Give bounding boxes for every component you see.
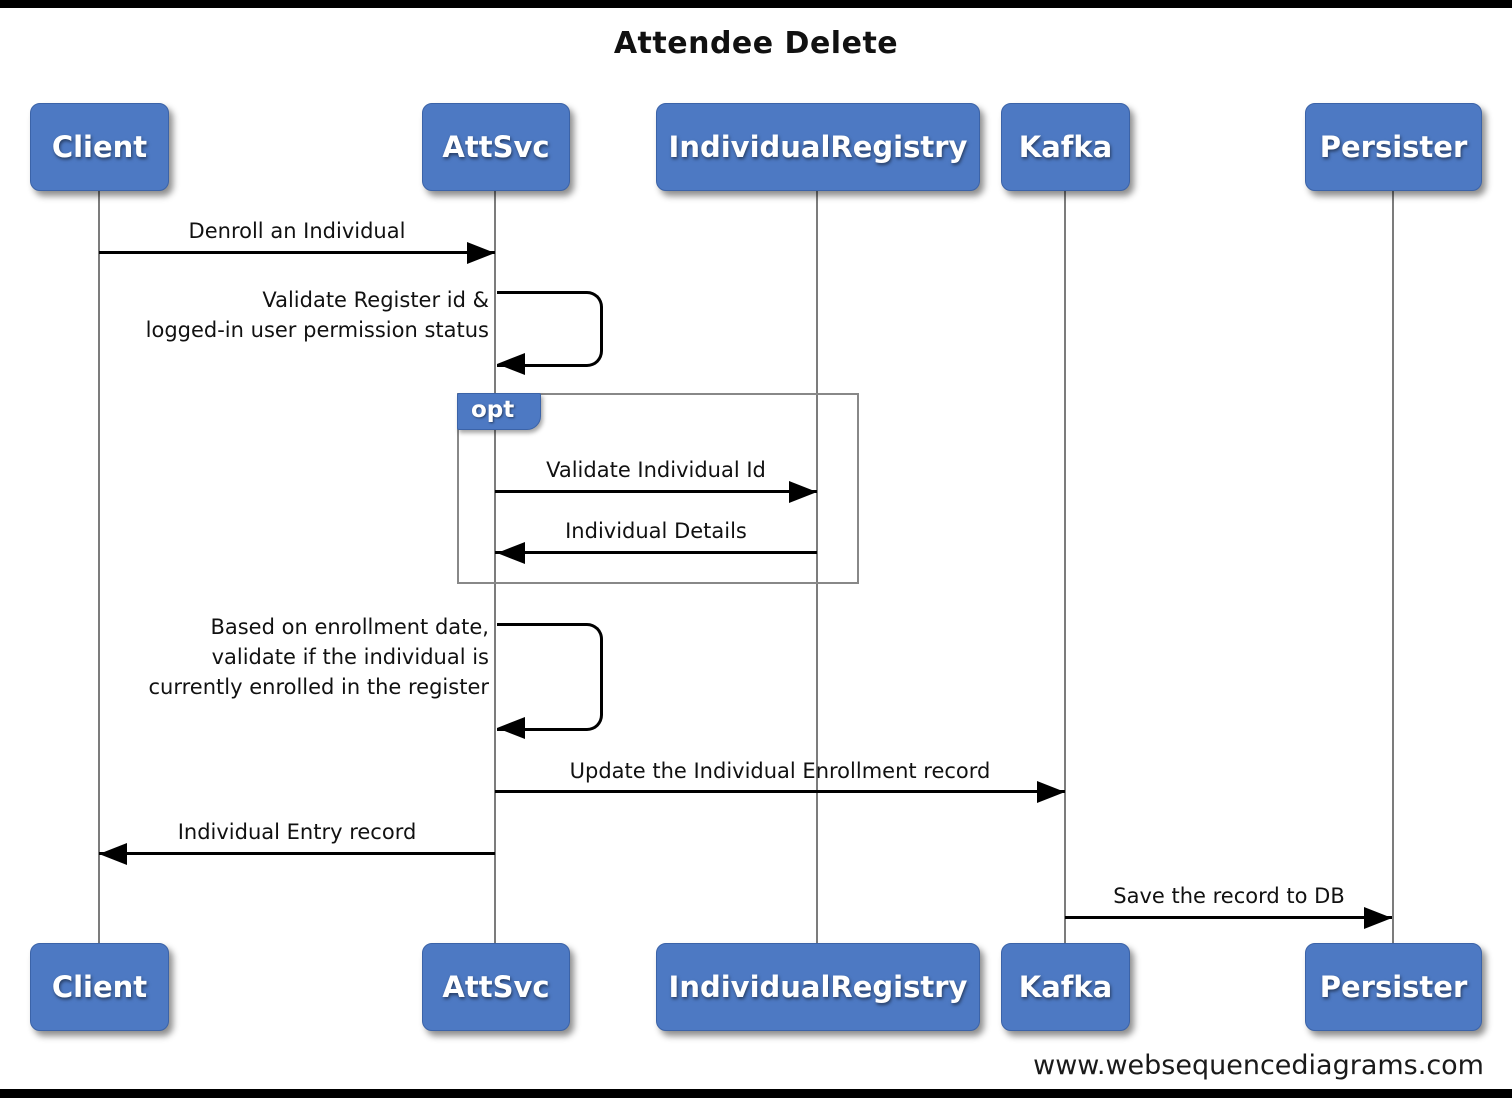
opt-fragment-box <box>457 393 859 584</box>
arrowhead-validate-register <box>497 353 525 375</box>
self-message-line-1: Validate Register id & <box>262 288 489 312</box>
actor-kafka-bottom: Kafka <box>1001 943 1130 1031</box>
actor-attsvc-top: AttSvc <box>422 103 570 191</box>
self-message-line-2: validate if the individual is <box>211 645 489 669</box>
self-message-validate-register: Validate Register id & logged-in user pe… <box>146 285 489 345</box>
message-label-update-enrollment: Update the Individual Enrollment record <box>569 759 991 783</box>
actor-attsvc-bottom: AttSvc <box>422 943 570 1031</box>
message-label-denroll: Denroll an Individual <box>188 219 406 243</box>
lifeline-kafka <box>1064 189 1066 944</box>
arrowhead-individual-details <box>497 542 525 564</box>
message-label-entry-record: Individual Entry record <box>177 820 417 844</box>
opt-fragment-label: opt <box>457 393 542 430</box>
message-line-validate-individual <box>495 490 817 493</box>
arrowhead-enrollment-check <box>497 717 525 739</box>
actor-kafka-top: Kafka <box>1001 103 1130 191</box>
arrowhead-denroll <box>467 242 495 264</box>
self-loop-enrollment-check <box>497 623 603 731</box>
message-line-denroll <box>99 251 495 254</box>
arrowhead-update-enrollment <box>1037 781 1065 803</box>
bottom-frame-bar <box>0 1089 1512 1098</box>
message-line-entry-record <box>99 852 495 855</box>
self-message-line-1: Based on enrollment date, <box>210 615 489 639</box>
actor-persister-top: Persister <box>1305 103 1482 191</box>
arrowhead-save-record <box>1364 907 1392 929</box>
actor-persister-bottom: Persister <box>1305 943 1482 1031</box>
lifeline-client <box>98 189 100 944</box>
self-message-enrollment-check: Based on enrollment date, validate if th… <box>149 612 489 702</box>
lifeline-individualregistry <box>816 189 818 944</box>
self-message-line-3: currently enrolled in the register <box>148 675 489 699</box>
self-message-line-2: logged-in user permission status <box>145 318 489 342</box>
actor-individualregistry-top: IndividualRegistry <box>656 103 980 191</box>
self-loop-validate-register <box>497 291 603 367</box>
diagram-title: Attendee Delete <box>613 26 899 61</box>
message-line-individual-details <box>495 551 817 554</box>
message-line-save-record <box>1065 916 1392 919</box>
arrowhead-validate-individual <box>789 481 817 503</box>
message-label-individual-details: Individual Details <box>565 519 747 543</box>
arrowhead-entry-record <box>99 843 127 865</box>
lifeline-attsvc <box>494 189 496 944</box>
message-label-validate-individual: Validate Individual Id <box>546 458 766 482</box>
actor-client-bottom: Client <box>30 943 169 1031</box>
lifeline-persister <box>1392 189 1394 944</box>
actor-client-top: Client <box>30 103 169 191</box>
message-line-update-enrollment <box>495 790 1065 793</box>
top-frame-bar <box>0 0 1512 8</box>
message-label-save-record: Save the record to DB <box>1113 884 1345 908</box>
actor-individualregistry-bottom: IndividualRegistry <box>656 943 980 1031</box>
websequencediagrams-watermark: www.websequencediagrams.com <box>1033 1050 1484 1081</box>
